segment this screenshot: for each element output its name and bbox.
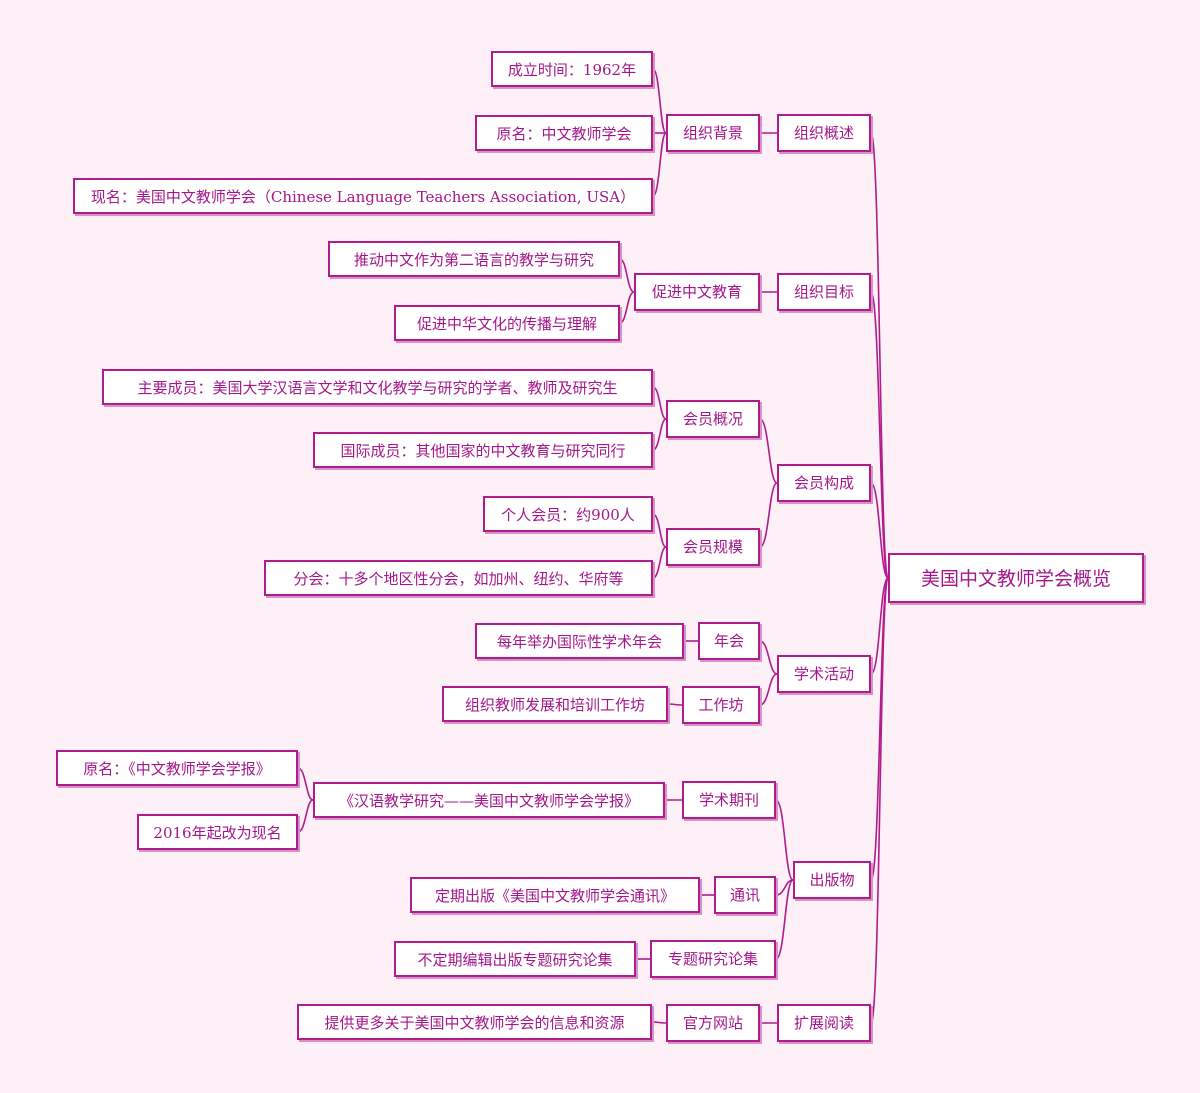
connector-root-n2 bbox=[870, 291, 889, 579]
node-background[interactable]: 组织背景 bbox=[666, 114, 760, 152]
node-culture[interactable]: 促进中华文化的传播与理解 bbox=[394, 305, 620, 341]
connector-n3_1-n3_1_1 bbox=[652, 386, 667, 420]
connector-n5_1_1-n5_1_1_2 bbox=[297, 799, 314, 833]
node-former-name[interactable]: 原名：中文教师学会 bbox=[475, 115, 653, 151]
node-main-members[interactable]: 主要成员：美国大学汉语言文学和文化教学与研究的学者、教师及研究生 bbox=[102, 369, 653, 405]
node-intl-members[interactable]: 国际成员：其他国家的中文教育与研究同行 bbox=[313, 432, 653, 468]
connector-root-n6 bbox=[870, 577, 889, 1024]
node-journal-title[interactable]: 《汉语教学研究——美国中文教师学会学报》 bbox=[313, 782, 665, 818]
node-overview[interactable]: 组织概述 bbox=[777, 114, 871, 152]
connector-n2_1-n2_1_1 bbox=[619, 258, 635, 293]
connector-n5-n5_3 bbox=[775, 879, 794, 960]
connector-n4-n4_2 bbox=[759, 673, 778, 706]
node-monographs-desc[interactable]: 不定期编辑出版专题研究论集 bbox=[394, 941, 636, 977]
node-academic[interactable]: 学术活动 bbox=[777, 655, 871, 693]
node-annual-meeting[interactable]: 年会 bbox=[698, 622, 760, 660]
node-member-overview[interactable]: 会员概况 bbox=[666, 400, 760, 438]
connector-n4-n4_1 bbox=[759, 640, 778, 675]
connector-n3_2-n3_2_2 bbox=[652, 546, 667, 579]
node-journal[interactable]: 学术期刊 bbox=[682, 781, 776, 819]
node-goals[interactable]: 组织目标 bbox=[777, 273, 871, 311]
connector-n1_1-n1_1_1 bbox=[652, 68, 667, 134]
node-newsletter[interactable]: 通讯 bbox=[714, 876, 776, 914]
node-journal-former[interactable]: 原名：《中文教师学会学报》 bbox=[56, 750, 298, 786]
node-individual-members[interactable]: 个人会员：约900人 bbox=[483, 496, 653, 532]
node-journal-renamed[interactable]: 2016年起改为现名 bbox=[137, 814, 298, 850]
node-second-language[interactable]: 推动中文作为第二语言的教学与研究 bbox=[328, 241, 620, 277]
node-newsletter-desc[interactable]: 定期出版《美国中文教师学会通讯》 bbox=[410, 877, 700, 913]
node-further-reading[interactable]: 扩展阅读 bbox=[777, 1004, 871, 1042]
node-chapters[interactable]: 分会：十多个地区性分会，如加州、纽约、华府等 bbox=[264, 560, 653, 596]
connector-n5_1_1-n5_1_1_1 bbox=[297, 767, 314, 801]
connector-root-n1 bbox=[870, 132, 889, 579]
node-member-scale[interactable]: 会员规模 bbox=[666, 528, 760, 566]
connector-n3-n3_2 bbox=[759, 482, 778, 548]
node-current-name[interactable]: 现名：美国中文教师学会（Chinese Language Teachers As… bbox=[73, 178, 653, 214]
connector-n3_2-n3_2_1 bbox=[652, 513, 667, 548]
connector-n1_1-n1_1_3 bbox=[652, 132, 667, 197]
node-promote-education[interactable]: 促进中文教育 bbox=[634, 273, 760, 311]
node-website[interactable]: 官方网站 bbox=[666, 1004, 760, 1042]
connector-root-n3 bbox=[870, 482, 889, 579]
connector-n3_1-n3_1_2 bbox=[652, 418, 667, 451]
root-node[interactable]: 美国中文教师学会概览 bbox=[888, 553, 1144, 603]
node-workshop-desc[interactable]: 组织教师发展和培训工作坊 bbox=[442, 686, 668, 722]
connector-n3-n3_1 bbox=[759, 418, 778, 484]
node-publications[interactable]: 出版物 bbox=[793, 861, 871, 899]
connector-n2_1-n2_1_2 bbox=[619, 291, 635, 324]
connector-n5-n5_1 bbox=[775, 799, 794, 881]
connector-n4_2-n4_2_1 bbox=[667, 703, 683, 706]
node-workshop[interactable]: 工作坊 bbox=[682, 686, 760, 724]
connector-n6_1-n6_1_1 bbox=[651, 1021, 667, 1024]
node-membership[interactable]: 会员构成 bbox=[777, 464, 871, 502]
node-founded[interactable]: 成立时间：1962年 bbox=[491, 51, 653, 87]
node-monographs[interactable]: 专题研究论集 bbox=[650, 940, 776, 978]
connector-root-n4 bbox=[870, 577, 889, 675]
node-website-desc[interactable]: 提供更多关于美国中文教师学会的信息和资源 bbox=[297, 1004, 652, 1040]
node-annual-meeting-desc[interactable]: 每年举办国际性学术年会 bbox=[475, 623, 684, 659]
